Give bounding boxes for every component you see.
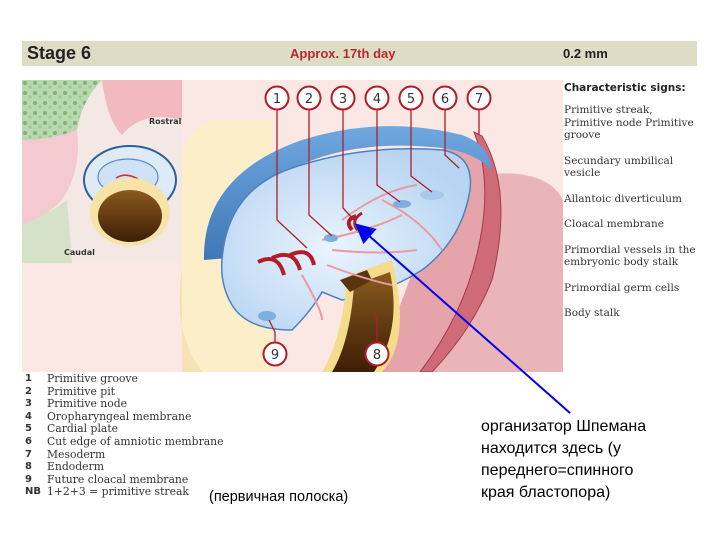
callout-leaders [268,110,480,342]
legend-label: Future cloacal membrane [47,472,189,486]
legend-row: 1 Primitive groove [25,372,224,386]
sign-item: Allantoic diverticulum [564,192,682,205]
stage-header: Stage 6 Approx. 17th day 0.2 mm [22,41,697,66]
legend-row: 8 Endoderm [25,461,224,474]
legend-row: 6 Cut edge of amniotic membrane [25,434,224,449]
spemann-annotation: организатор Шпемана находится здесь (у п… [481,416,701,504]
stage-size: 0.2 mm [563,46,608,61]
figure-legend: 1 Primitive groove 2 Primitive pit 3 Primit… [25,372,224,499]
legend-number: NB [25,486,41,498]
legend-number: 2 [25,385,32,397]
svg-text:1: 1 [273,92,281,107]
callout-8: 8 [364,341,390,367]
inset-caudal-label: Caudal [64,248,95,257]
legend-row: 9 Future cloacal membrane [25,472,224,487]
stage-day: Approx. 17th day [290,46,396,61]
svg-text:9: 9 [271,348,279,363]
callout-6: 6 [432,85,458,111]
legend-row: 5 Cardial plate [25,423,224,436]
legend-number: 9 [25,473,32,485]
callout-2: 2 [296,85,322,111]
legend-label: Primitive pit [47,384,115,398]
streak-note: (первичная полоска) [209,489,349,505]
embryo-illustration: Rostral Caudal [22,80,563,372]
annotation-line: края бластопора) [481,484,611,501]
signs-title: Characteristic signs: [564,82,686,94]
inset-panel: Rostral Caudal [22,80,182,263]
sign-item: Primordial germ cells [564,281,680,294]
callout-5: 5 [398,85,424,111]
legend-row: 2 Primitive pit [25,384,224,399]
annotation-line: переднего=спинного [481,462,634,479]
legend-label: Cut edge of amniotic membrane [47,434,224,448]
svg-text:6: 6 [441,92,449,107]
svg-text:4: 4 [373,92,381,107]
legend-row: 4 Oropharyngeal membrane [25,409,224,424]
legend-label: Primitive groove [47,372,138,385]
svg-text:2: 2 [305,92,313,107]
annotation-line: находится здесь (у [481,440,621,457]
sign-item: Body stalk [564,307,620,319]
legend-number: 6 [25,435,32,447]
sign-item: Secundary umbilical vesicle [564,154,674,180]
legend-number: 3 [25,398,32,410]
sign-item: Cloacal membrane [564,218,664,230]
legend-label: Mesoderm [47,447,106,461]
callout-1: 1 [264,85,290,111]
svg-text:5: 5 [407,92,415,107]
legend-number: 8 [25,461,32,473]
legend-label: Cardial plate [47,422,119,436]
annotation-line: организатор Шпемана [481,418,647,435]
legend-row: NB 1+2+3 = primitive streak [25,486,224,499]
callout-7: 7 [466,85,492,111]
callout-3: 3 [330,85,356,111]
legend-label: Primitive node [47,397,128,411]
svg-text:3: 3 [339,92,347,107]
embryo-figure: Rostral Caudal [22,80,563,372]
svg-text:8: 8 [373,348,381,363]
legend-number: 5 [25,423,32,435]
callout-4: 4 [364,85,390,111]
sign-item: Primordial vessels in the embryonic body… [564,243,696,269]
inset-rostral-label: Rostral [149,117,182,126]
legend-label: Endoderm [47,460,104,474]
callout-9: 9 [262,341,288,367]
characteristic-signs: Characteristic signs: Primitive streak, … [564,80,698,333]
legend-number: 4 [25,410,32,422]
legend-label: Oropharyngeal membrane [47,409,192,423]
svg-text:7: 7 [475,92,483,107]
stage-title: Stage 6 [27,43,92,63]
legend-label: 1+2+3 = primitive streak [47,485,189,499]
sign-item: Primitive streak, Primitive node Primiti… [564,104,694,141]
legend-row: 3 Primitive node [25,398,224,411]
legend-number: 7 [25,448,32,460]
legend-row: 7 Mesoderm [25,447,224,462]
legend-number: 1 [25,373,32,384]
